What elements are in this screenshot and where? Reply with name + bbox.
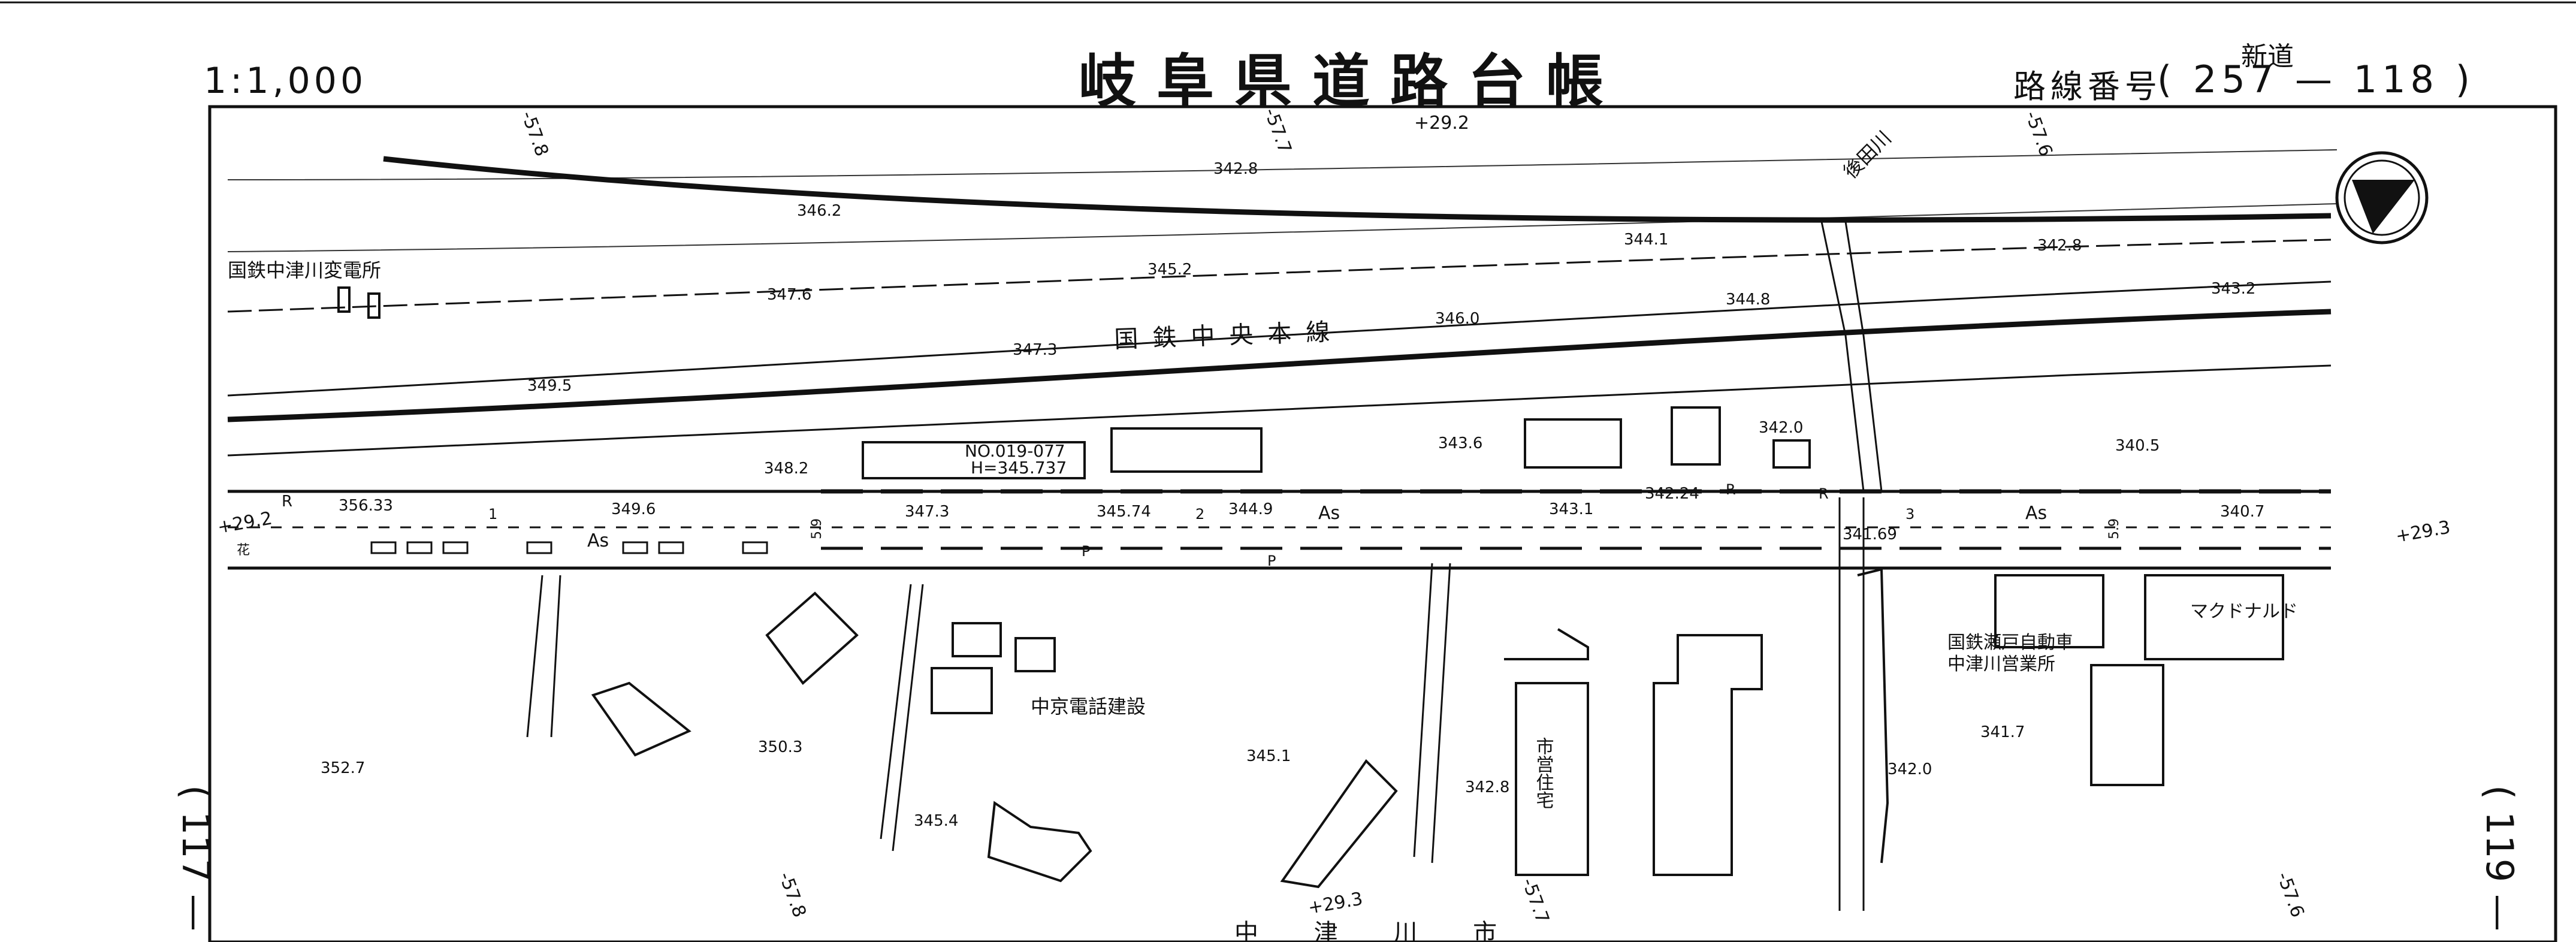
spot-elevation: 347.3	[905, 503, 949, 521]
spot-elevation: 342.8	[1213, 160, 1258, 178]
spot-elevation: 347.3	[1013, 341, 1057, 359]
spot-elevation: 341.69	[1843, 526, 1897, 544]
benchmark-number: NO.019-077	[965, 441, 1065, 461]
page-title: 岐阜県道路台帳	[1079, 48, 1624, 115]
buildings	[337, 286, 2284, 889]
spot-elevation: 340.7	[2220, 503, 2264, 521]
spot-elevation: 343.1	[1549, 500, 1593, 518]
spot-elevation: 345.1	[1246, 747, 1291, 765]
lane-number: 3	[1905, 506, 1914, 523]
spot-elevation: 342.24	[1645, 485, 1699, 503]
spot-elevation: 343.6	[1438, 434, 1482, 452]
spot-elevation: 352.7	[321, 759, 365, 777]
bus-office-label-1: 国鉄瀬戸自動車	[1947, 632, 2073, 653]
embankment	[227, 149, 2338, 252]
benchmark-box	[862, 441, 1086, 479]
surface-label: As	[587, 530, 609, 551]
railway-label: 国鉄中央本線	[1114, 318, 1345, 354]
surface-label: As	[1318, 503, 1340, 524]
map-scale: 1:1,000	[204, 60, 367, 102]
lane-number: 2	[1195, 506, 1204, 523]
lane-number: 1	[488, 506, 497, 523]
telephone-company-label: 中京電話建設	[1031, 695, 1146, 718]
river-label: 後田川	[1839, 126, 1896, 183]
spot-elevation: 342.8	[2037, 237, 2082, 255]
spot-elevation: 344.1	[1624, 231, 1668, 249]
spot-elevation: 346.0	[1435, 310, 1479, 328]
flower-label: 花	[237, 543, 250, 558]
spot-elevation: 345.2	[1147, 261, 1192, 279]
spot-elevation: 356.33	[339, 497, 393, 515]
grid-tick-label: -57.8	[774, 869, 810, 920]
width-value: 5.9	[810, 518, 825, 539]
new-road-note: 新道	[2241, 41, 2294, 72]
spot-elevation: 349.5	[527, 377, 572, 395]
substation-label: 国鉄中津川変電所	[228, 259, 381, 282]
bus-office-label-2: 中津川営業所	[1947, 654, 2055, 675]
benchmark-height: H=345.737	[971, 458, 1067, 478]
spot-elevation: 346.2	[797, 202, 841, 220]
curve-label: R	[1819, 485, 1829, 502]
grid-tick-label: +29.3	[1306, 888, 1364, 918]
spot-elevation: 344.9	[1228, 500, 1273, 518]
route-number: ( 257 — 118 )	[2157, 58, 2475, 101]
spot-elevation: 340.5	[2115, 437, 2160, 455]
retaining-walls	[526, 563, 1451, 864]
pole-label: P	[1267, 552, 1276, 569]
surface-label: As	[2025, 503, 2047, 524]
grid-tick-label: +29.2	[216, 508, 274, 538]
spot-elevation: 343.2	[2211, 280, 2255, 298]
map-frame	[208, 105, 2557, 942]
curve-label: R	[282, 493, 292, 511]
spot-elevation: 342.0	[1759, 419, 1803, 437]
city-label: 中 津 川 市	[1234, 919, 1521, 942]
spot-elevation: 349.6	[611, 500, 656, 518]
elevation-points: 342.8 346.2 344.1 342.8 345.2 343.2 347.6 344.8…	[321, 160, 2264, 830]
grid-tick-label: -57.8	[517, 108, 552, 159]
route-number-label: 路線番号	[2013, 68, 2162, 105]
spot-elevation: 345.4	[914, 812, 958, 830]
grid-tick-label: -57.6	[2021, 108, 2056, 159]
next-sheet-ref: ( 119 —	[2478, 785, 2521, 931]
flower-beds	[370, 541, 768, 554]
curve-label: R	[1726, 481, 1736, 498]
mcdonalds-label: マクドナルド	[2190, 601, 2298, 622]
width-value: 5.9	[2107, 518, 2122, 539]
road-route-257	[228, 489, 2331, 570]
grid-tick-label: -57.7	[1517, 875, 1553, 926]
spot-elevation: 347.6	[767, 286, 811, 304]
railway-line	[227, 156, 2332, 457]
pole-label: P	[1082, 543, 1090, 560]
grid-tick-label: +29.3	[2394, 517, 2452, 547]
river	[1820, 221, 1883, 911]
spot-elevation: 345.74	[1097, 503, 1151, 521]
spot-elevation: 341.7	[1980, 723, 2025, 741]
grid-tick-label: +29.2	[1414, 113, 1469, 134]
spot-elevation: 342.8	[1465, 778, 1509, 796]
housing-label: 市営住宅	[1533, 737, 1554, 809]
north-arrow-icon	[2335, 151, 2429, 244]
spot-elevation: 342.0	[1888, 760, 1932, 778]
spot-elevation: 348.2	[764, 460, 808, 478]
spot-elevation: 350.3	[758, 738, 802, 756]
grid-tick-label: -57.6	[2272, 869, 2308, 920]
grid-tick-label: -57.7	[1260, 105, 1295, 156]
spot-elevation: 344.8	[1726, 291, 1770, 309]
